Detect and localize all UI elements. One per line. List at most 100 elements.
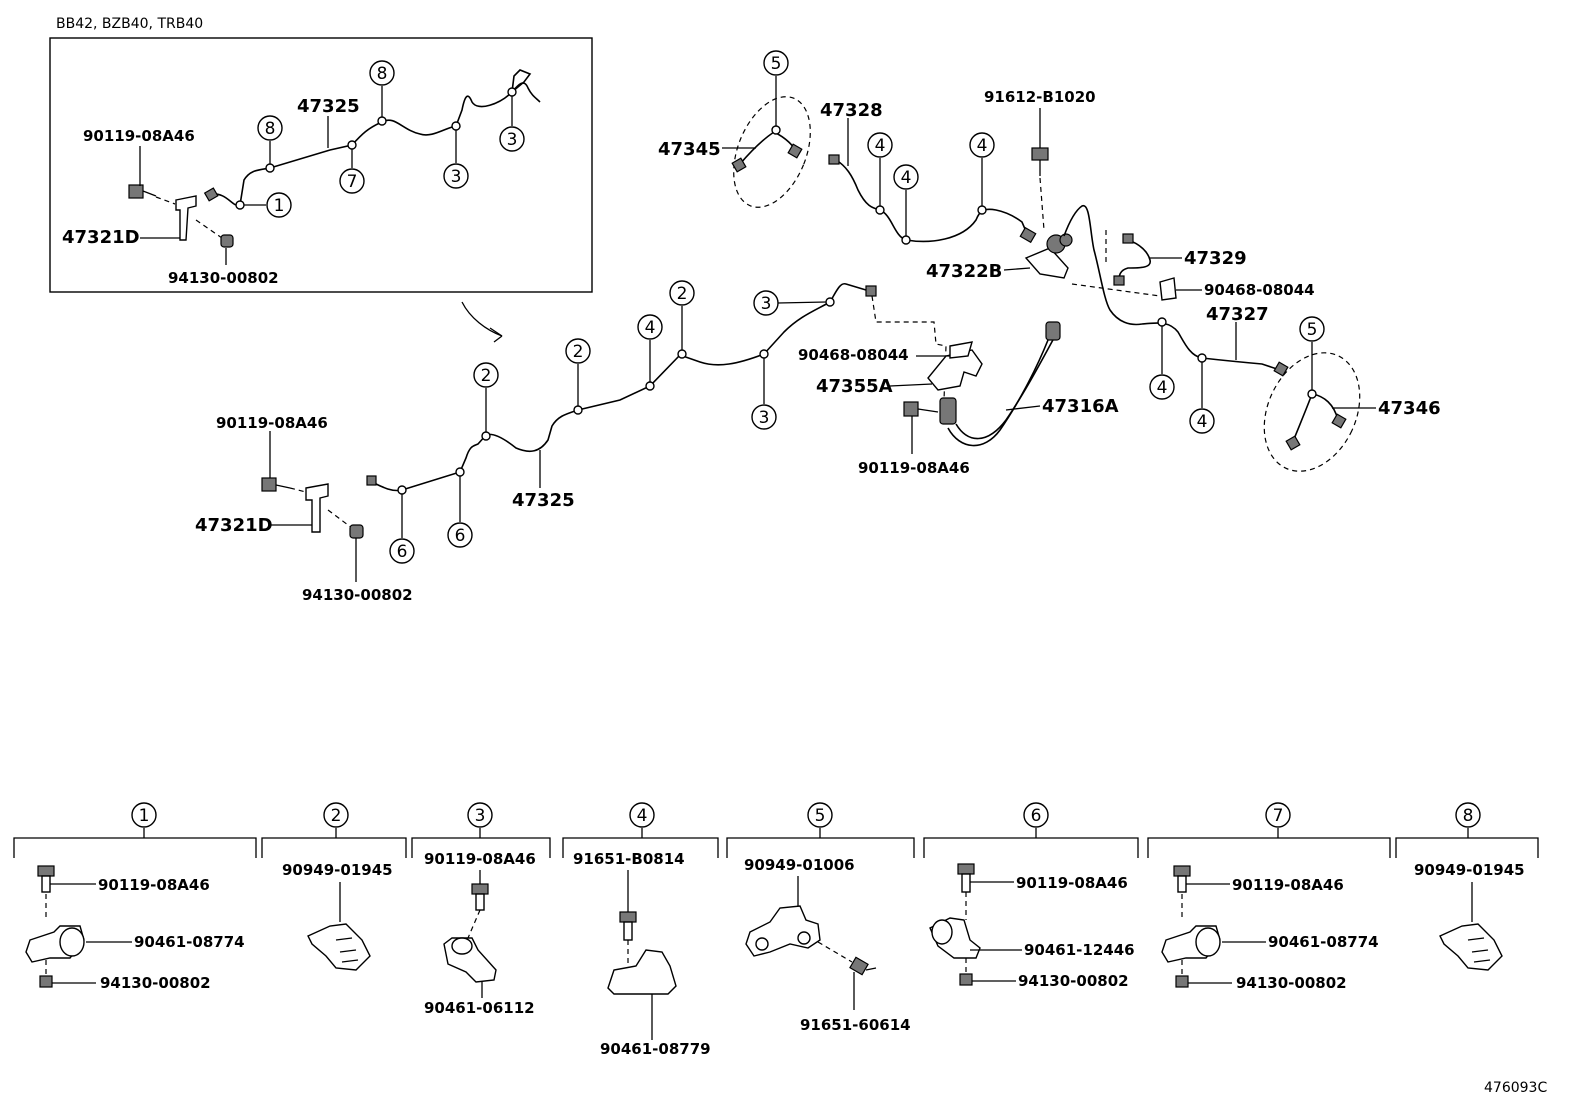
legend-bracket-4: 4 [562,802,719,858]
legend-2-clip-detail-icon [335,937,359,963]
right-flex-label: 47346 [1378,398,1441,419]
legend-7-parts: 90119-08A46 90461-08774 94130-00802 [1161,865,1379,992]
svg-text:3: 3 [759,408,770,428]
legend-3-parts: 90119-08A46 90461-06112 [424,850,536,1017]
legend-7-part-a: 90119-08A46 [1232,876,1344,894]
legend-3-number: 3 [475,806,486,826]
left-flex-nut-a-icon [731,157,747,173]
junction-block-47322B-icon [1024,247,1069,279]
legend-6-part-c: 94130-00802 [1018,972,1129,990]
top-callout-4b: 4 [893,164,919,245]
main-callout-3a: 3 [753,290,835,316]
main-tube-end-nut-right-icon [865,285,877,297]
legend-5-parts: 90949-01006 91651-60614 [744,856,911,1034]
legend-bracket-1: 1 [13,802,257,858]
flex-hose-47316A [947,339,1049,447]
top-callout-5b: 5 [1299,316,1325,399]
legend-2-number: 2 [331,806,342,826]
hose-end-fitting-top-icon [1045,321,1061,341]
legend-1-bolt-icon [37,865,55,893]
inset-brake-tube [209,82,541,207]
legend-6-parts: 90119-08A46 90461-12446 94130-00802 [929,863,1135,990]
inset-callout-3a: 3 [443,121,469,189]
top-assembly: 5 47345 47328 4 4 4 91612-B1020 [658,50,1441,472]
top-callout-4e: 4 [1189,353,1215,434]
left-wheel-ellipse [733,96,811,208]
svg-text:7: 7 [347,172,358,192]
legend-5-number: 5 [815,806,826,826]
inset-callout-7: 7 [339,140,365,194]
right-clip-label: 90468-08044 [1204,281,1315,299]
legend-4-bolt-icon [619,911,637,941]
inset-tube-fitting-icon [510,69,532,94]
tube-47328-label: 47328 [820,100,883,121]
main-callout-2a: 2 [473,362,499,441]
inset-tube-end-nut-icon [203,187,219,202]
legend-7-part-c: 94130-00802 [1236,974,1347,992]
flex-hose-outline [955,337,1055,440]
legend-1-part-b: 90461-08774 [134,933,245,951]
legend-bracket-6: 6 [923,802,1139,858]
legend-6-number: 6 [1031,806,1042,826]
right-flex-tube-icon [1291,393,1339,445]
left-flex-nut-b-icon [787,143,803,159]
main-callout-2c: 2 [669,280,695,359]
legend-4-parts: 91651-B0814 90461-08779 [573,850,711,1058]
legend-4-part-a: 91651-B0814 [573,850,685,868]
left-bracket-label: 47321D [195,515,273,536]
tube-47328 [835,159,1029,243]
legend-1-part-c: 94130-00802 [100,974,211,992]
legend-8-part-a: 90949-01945 [1414,861,1525,879]
top-callout-4c: 4 [969,132,995,215]
legend-4-part-b: 90461-08779 [600,1040,711,1058]
legend-bracket-8: 8 [1395,802,1539,858]
legend-bracket-2: 2 [261,802,407,858]
left-tube-label: 47325 [512,490,575,511]
center-bolt-icon [903,401,939,417]
svg-text:4: 4 [901,168,912,188]
figure-id: 476093C [1484,1080,1547,1096]
svg-text:5: 5 [771,54,782,74]
center-bracket-47355A-icon [927,349,983,391]
inset-bracket-icon [175,195,197,241]
legend-8-clip-icon [1439,923,1503,971]
tube-47327-icon [1141,322,1281,371]
legend-3-part-a: 90119-08A46 [424,850,536,868]
svg-text:2: 2 [481,366,492,386]
left-bolt-icon [261,477,291,492]
legend-bracket-7: 7 [1147,802,1391,858]
svg-text:3: 3 [451,167,462,187]
tube-47329-nut-a-icon [1122,233,1134,244]
svg-text:4: 4 [645,318,656,338]
main-callout-3b: 3 [751,349,777,430]
svg-text:4: 4 [1157,378,1168,398]
inset-callout-1: 1 [235,192,292,218]
svg-text:4: 4 [875,136,886,156]
legend-3-bolt-icon [471,883,489,911]
top-bolt-icon [1031,147,1049,176]
legend-4-number: 4 [637,806,648,826]
legend-6-nut-icon [959,973,973,986]
legend-6-part-a: 90119-08A46 [1016,874,1128,892]
tube-47328-nut-right-icon [1019,226,1037,244]
legend-2-parts: 90949-01945 [282,861,393,971]
right-flex-nut-a-icon [1285,435,1301,451]
inset-callout-8a: 8 [257,115,283,173]
tube-47329-nut-b-icon [1113,275,1125,286]
main-callout-4: 4 [637,314,663,391]
legend-7-nut-icon [1175,975,1189,988]
left-flex-label: 47345 [658,139,721,160]
legend-1-nut-icon [39,975,53,988]
tube-47327-label: 47327 [1206,304,1269,325]
center-clip-icon [949,341,973,359]
tube-47328-nut-left-icon [828,154,840,165]
right-flex-nut-b-icon [1331,413,1347,429]
inset-pointer-arrow [461,301,503,337]
top-callout-4a: 4 [867,132,893,215]
legend-7-number: 7 [1273,806,1284,826]
svg-text:8: 8 [377,64,388,84]
left-nut-icon [349,524,364,539]
inset-bolt-label: 90119-08A46 [83,127,195,145]
legend-6-bolt-icon [957,863,975,893]
